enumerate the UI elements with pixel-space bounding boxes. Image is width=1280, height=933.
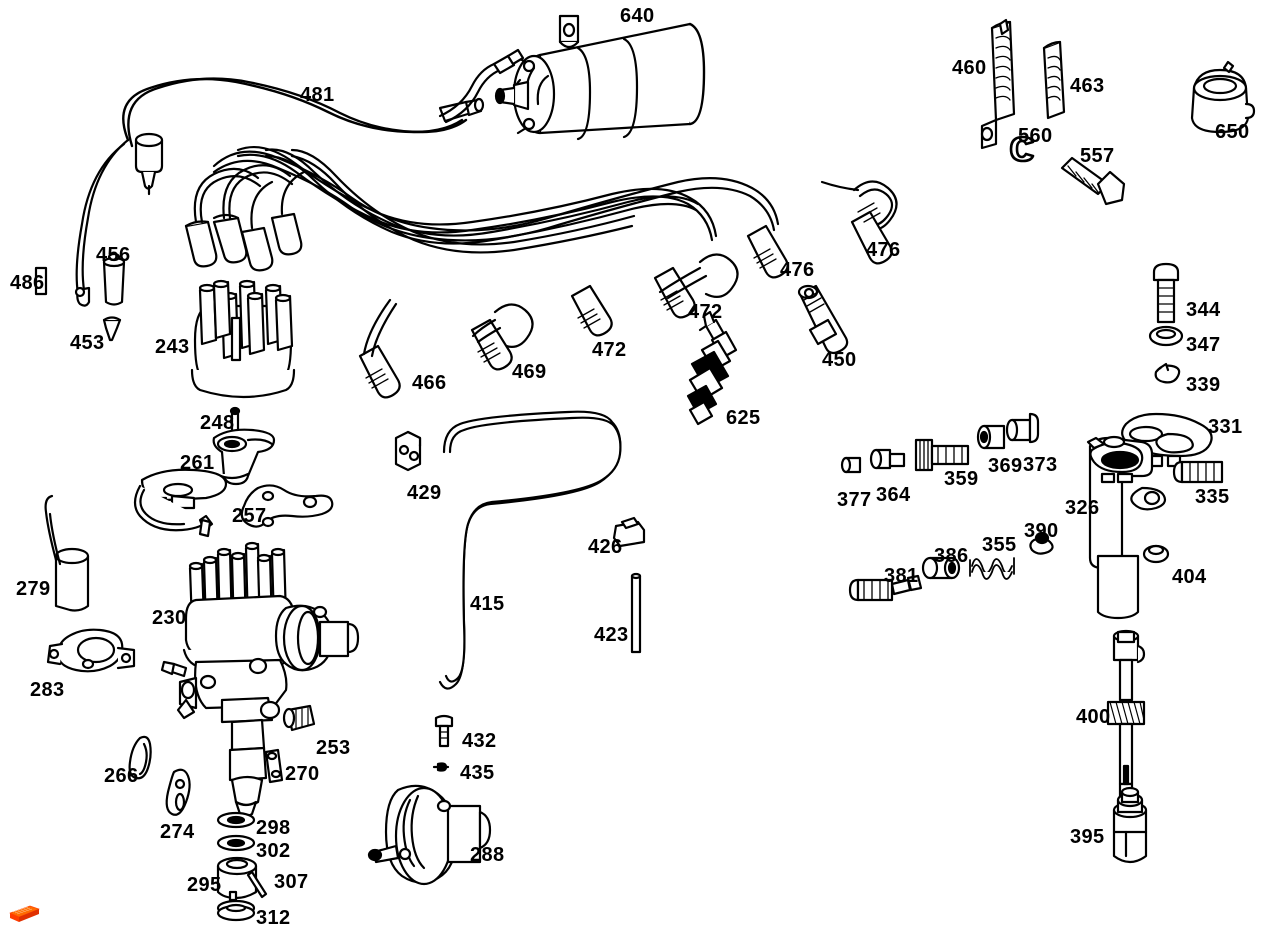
callout-381: 381 xyxy=(884,565,919,587)
callout-557: 557 xyxy=(1080,145,1115,167)
callout-274: 274 xyxy=(160,821,195,843)
plug-parts-art xyxy=(686,284,849,426)
callout-429: 429 xyxy=(407,482,442,504)
callout-423: 423 xyxy=(594,624,629,646)
callout-364: 364 xyxy=(876,484,911,506)
callout-625: 625 xyxy=(726,407,761,429)
shaft-400-art xyxy=(1106,629,1148,864)
callout-435: 435 xyxy=(460,762,495,784)
callout-288: 288 xyxy=(470,844,505,866)
callout-261: 261 xyxy=(180,452,215,474)
callout-432: 432 xyxy=(462,730,497,752)
callout-472-a: 472 xyxy=(688,301,723,323)
callout-307: 307 xyxy=(274,871,309,893)
vacuum-unit-288-art xyxy=(367,784,492,886)
small-parts-left-art xyxy=(34,252,126,342)
callout-463: 463 xyxy=(1070,75,1105,97)
wire-harness-art xyxy=(184,146,898,399)
condenser-clamp-art xyxy=(44,494,136,673)
callout-377: 377 xyxy=(837,489,872,511)
callout-460: 460 xyxy=(952,57,987,79)
callout-243: 243 xyxy=(155,336,190,358)
callout-450: 450 xyxy=(822,349,857,371)
orange-block-logo xyxy=(9,905,40,922)
callout-248: 248 xyxy=(200,412,235,434)
callout-415: 415 xyxy=(470,593,505,615)
callout-395: 395 xyxy=(1070,826,1105,848)
hardware-top-right-art xyxy=(980,18,1256,206)
callout-560: 560 xyxy=(1018,125,1053,147)
callout-472-b: 472 xyxy=(592,339,627,361)
callout-453: 453 xyxy=(70,332,105,354)
callout-339: 339 xyxy=(1186,374,1221,396)
callout-400: 400 xyxy=(1076,706,1111,728)
callout-390: 390 xyxy=(1024,520,1059,542)
callout-386: 386 xyxy=(934,545,969,567)
rotor-points-art xyxy=(133,406,334,538)
callout-257: 257 xyxy=(232,505,267,527)
callout-355: 355 xyxy=(982,534,1017,556)
callout-302: 302 xyxy=(256,840,291,862)
callout-347: 347 xyxy=(1186,334,1221,356)
callout-230: 230 xyxy=(152,607,187,629)
distributor-230-art xyxy=(160,541,360,818)
callout-476-b: 476 xyxy=(780,259,815,281)
callout-466: 466 xyxy=(412,372,447,394)
callout-469: 469 xyxy=(512,361,547,383)
callout-298: 298 xyxy=(256,817,291,839)
callout-295: 295 xyxy=(187,874,222,896)
lower-left-hardware-art xyxy=(128,704,316,922)
callout-326: 326 xyxy=(1065,497,1100,519)
callout-344: 344 xyxy=(1186,299,1221,321)
callout-279: 279 xyxy=(16,578,51,600)
cap-243-art xyxy=(190,279,296,399)
vacuum-line-art xyxy=(394,410,646,772)
callout-266: 266 xyxy=(104,765,139,787)
callout-481: 481 xyxy=(300,84,335,106)
callout-312: 312 xyxy=(256,907,291,929)
callout-404: 404 xyxy=(1172,566,1207,588)
callout-369: 369 xyxy=(988,455,1023,477)
right-column-hardware-art xyxy=(1086,262,1224,620)
callout-253: 253 xyxy=(316,737,351,759)
callout-640: 640 xyxy=(620,5,655,27)
cable-481-art xyxy=(74,48,525,307)
callout-283: 283 xyxy=(30,679,65,701)
callout-331: 331 xyxy=(1208,416,1243,438)
callout-373: 373 xyxy=(1023,454,1058,476)
callout-486: 486 xyxy=(10,272,45,294)
callout-476-a: 476 xyxy=(866,239,901,261)
callout-456: 456 xyxy=(96,244,131,266)
mid-right-hardware-art xyxy=(840,412,1054,602)
callout-426: 426 xyxy=(588,536,623,558)
callout-650: 650 xyxy=(1215,121,1250,143)
callout-359: 359 xyxy=(944,468,979,490)
callout-335: 335 xyxy=(1195,486,1230,508)
callout-270: 270 xyxy=(285,763,320,785)
coil-640-art xyxy=(494,14,706,141)
